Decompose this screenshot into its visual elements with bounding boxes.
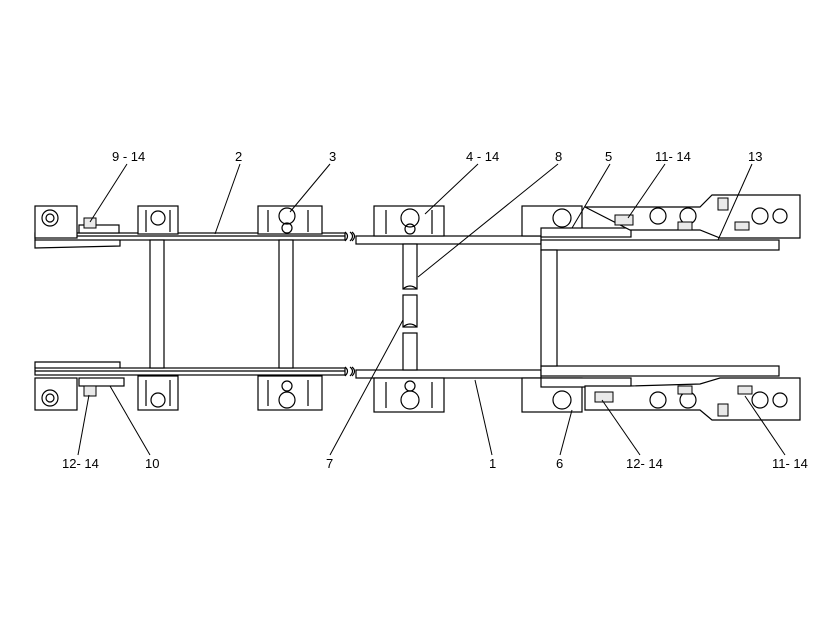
- leader-lines: [77, 163, 786, 456]
- label-13: 13: [748, 149, 762, 164]
- label-11-14-top: 11- 14: [655, 149, 691, 164]
- label-9-14: 9 - 14: [112, 149, 145, 164]
- cross-member-7-upper: [402, 243, 418, 290]
- label-4-14: 4 - 14: [466, 149, 499, 164]
- label-5: 5: [605, 149, 612, 164]
- label-10: 10: [145, 456, 159, 471]
- label-3: 3: [329, 149, 336, 164]
- cross-member-a: [149, 239, 165, 369]
- bolt-block-top-2: [257, 205, 323, 235]
- clamp-10: [78, 377, 125, 387]
- top-bar-13: [540, 239, 780, 251]
- label-12-14-right: 12- 14: [626, 456, 663, 471]
- bolt-block-4-bottom: [373, 377, 445, 413]
- end-bracket-bottom-left: [34, 377, 78, 411]
- bottom-bar-1: [355, 369, 542, 379]
- left-assembly: [34, 205, 354, 411]
- right-assembly: [351, 194, 801, 421]
- callout-labels: 9 - 14 2 3 4 - 14 8 5 11- 14 13 12- 14 1…: [62, 149, 808, 471]
- label-6: 6: [556, 456, 563, 471]
- bolt-block-top-1: [137, 205, 179, 235]
- cross-member-7-mid: [402, 294, 418, 328]
- end-bracket-top-left: [34, 205, 78, 239]
- label-1: 1: [489, 456, 496, 471]
- cross-member-7-lower: [402, 332, 418, 371]
- clamp-plate-5: [540, 227, 632, 238]
- label-7: 7: [326, 456, 333, 471]
- bolt-block-4: [373, 205, 445, 237]
- label-2: 2: [235, 149, 242, 164]
- clamp-9: [78, 224, 120, 234]
- label-8: 8: [555, 149, 562, 164]
- cross-member-heavy: [540, 249, 558, 367]
- label-11-14-bottom: 11- 14: [772, 456, 808, 471]
- top-bar-right: [355, 235, 542, 245]
- bottom-bar-far-right: [540, 365, 780, 377]
- cross-member-b: [278, 239, 294, 369]
- label-12-14-left: 12- 14: [62, 456, 99, 471]
